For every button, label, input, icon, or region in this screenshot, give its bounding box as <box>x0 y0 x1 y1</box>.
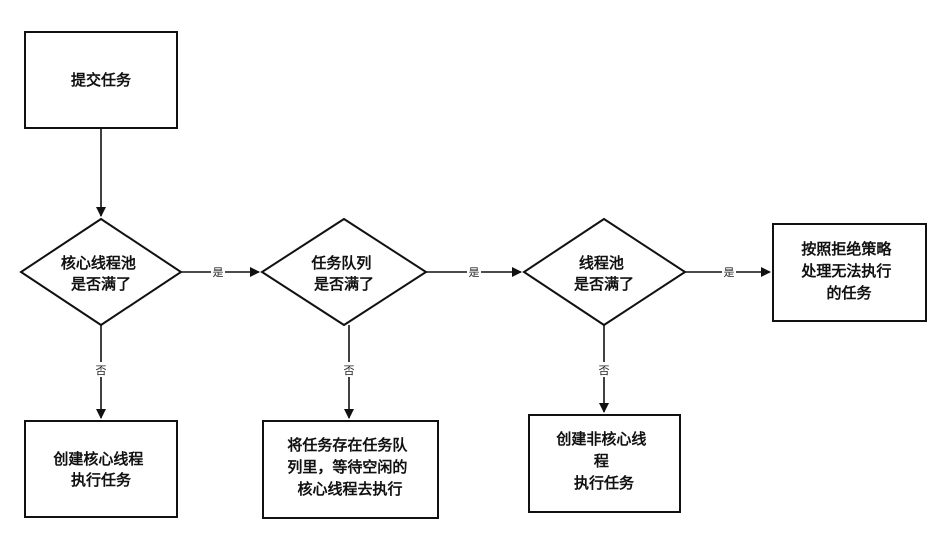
reject-policy-box <box>772 223 927 322</box>
queue-full-label: 任务队列 是否满了 <box>310 254 376 293</box>
edge-label-no: 否 <box>599 364 610 377</box>
create-core-thread-label: 创建核心线程 执行任务 <box>52 450 148 489</box>
reject-policy-label: 按照拒绝策略 处理无法执行 的任务 <box>800 240 896 302</box>
edge-label-yes: 是 <box>469 266 480 279</box>
create-core-thread-box <box>24 420 178 518</box>
edge-label-yes: 是 <box>213 266 224 279</box>
create-noncore-thread-label: 创建非核心线 程 执行任务 <box>555 430 651 492</box>
core-pool-full-decision <box>19 217 183 327</box>
submit-task-label: 提交任务 <box>71 71 132 89</box>
edge-label-bg <box>94 362 108 377</box>
core-pool-full-label: 核心线程池 是否满了 <box>61 254 141 293</box>
edge-label-no: 否 <box>96 364 107 377</box>
edge-label-bg <box>597 362 611 377</box>
edge-label-no: 否 <box>344 364 355 377</box>
enqueue-task-box <box>262 420 439 519</box>
edge-label-bg <box>467 264 481 279</box>
edge-label-bg <box>722 264 736 279</box>
queue-full-decision <box>260 217 428 327</box>
pool-full-decision <box>522 217 687 327</box>
pool-full-label: 线程池 是否满了 <box>573 254 634 293</box>
edge-label-bg <box>211 264 225 279</box>
edge-label-yes: 是 <box>724 266 735 279</box>
submit-task-box <box>24 31 178 129</box>
enqueue-task-label: 将任务存在任务队 列里，等待空闲的 核心线程去执行 <box>287 436 412 498</box>
create-noncore-thread-box <box>528 414 681 513</box>
edge-label-bg <box>342 362 356 377</box>
